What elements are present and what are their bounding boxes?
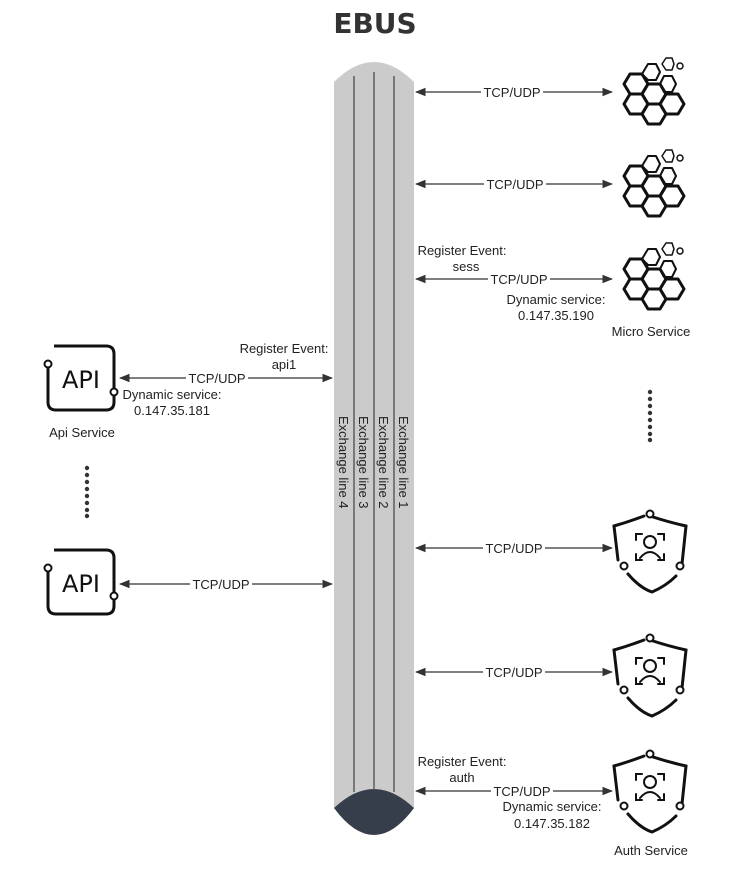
exchange-line-2-label: Exchange line 2 bbox=[376, 416, 391, 509]
dynamic-service-value: 0.147.35.181 bbox=[134, 403, 210, 418]
dynamic-service-label: Dynamic service: bbox=[507, 292, 606, 307]
exchange-line-1-label: Exchange line 1 bbox=[396, 416, 411, 509]
auth-service-name: Auth Service bbox=[614, 843, 688, 858]
diagram-title: EBUS bbox=[333, 7, 416, 40]
exchange-line-4-label: Exchange line 4 bbox=[336, 416, 351, 509]
protocol-label: TCP/UDP bbox=[493, 784, 550, 799]
register-event-value: sess bbox=[453, 259, 480, 274]
svg-text:API: API bbox=[62, 570, 100, 598]
shield-user-icon bbox=[612, 749, 688, 834]
honeycomb-icon bbox=[622, 149, 686, 218]
ellipsis-dots-left bbox=[84, 465, 90, 519]
register-event-label: Register Event: bbox=[418, 754, 507, 769]
ellipsis-dots-right bbox=[647, 389, 653, 443]
shield-user-icon bbox=[612, 509, 688, 594]
micro-service-name: Micro Service bbox=[612, 324, 691, 339]
api-icon: API bbox=[43, 344, 119, 412]
protocol-label: TCP/UDP bbox=[486, 177, 543, 192]
protocol-label: TCP/UDP bbox=[490, 272, 547, 287]
protocol-label: TCP/UDP bbox=[192, 577, 249, 592]
protocol-label: TCP/UDP bbox=[485, 665, 542, 680]
shield-user-icon bbox=[612, 633, 688, 718]
ebus-bus: Exchange line 1 Exchange line 2 Exchange… bbox=[334, 62, 414, 835]
svg-text:API: API bbox=[62, 366, 100, 394]
api-service-name: Api Service bbox=[49, 425, 115, 440]
register-event-label: Register Event: bbox=[240, 341, 329, 356]
protocol-label: TCP/UDP bbox=[188, 371, 245, 386]
api-icon: API bbox=[43, 548, 119, 616]
dynamic-service-label: Dynamic service: bbox=[503, 799, 602, 814]
protocol-label: TCP/UDP bbox=[485, 541, 542, 556]
honeycomb-icon bbox=[622, 242, 686, 311]
dynamic-service-value: 0.147.35.190 bbox=[518, 308, 594, 323]
dynamic-service-value: 0.147.35.182 bbox=[514, 816, 590, 831]
bus-base bbox=[334, 789, 414, 835]
honeycomb-icon bbox=[622, 57, 686, 126]
register-event-label: Register Event: bbox=[418, 243, 507, 258]
protocol-label: TCP/UDP bbox=[483, 85, 540, 100]
register-event-value: auth bbox=[449, 770, 474, 785]
exchange-line-3-label: Exchange line 3 bbox=[356, 416, 371, 509]
register-event-value: api1 bbox=[272, 357, 297, 372]
dynamic-service-label: Dynamic service: bbox=[123, 387, 222, 402]
